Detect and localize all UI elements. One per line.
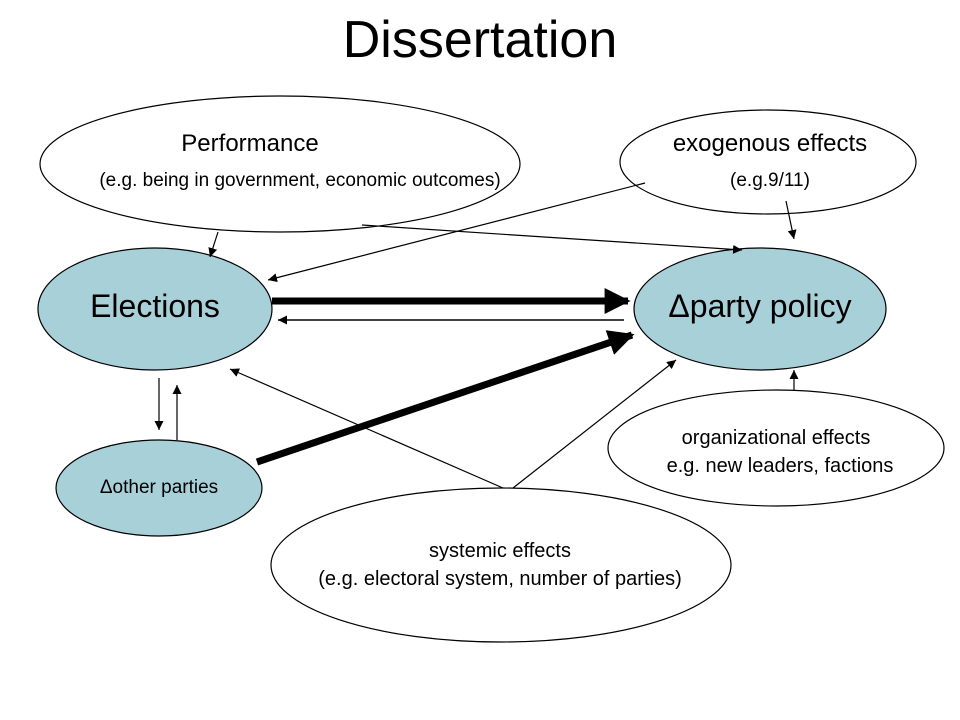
- systemic-to-elections-arrow: [229, 368, 504, 489]
- performance-node: [39, 95, 521, 233]
- other-parties-label: Δother parties: [99, 477, 219, 498]
- systemic-node: [270, 487, 732, 643]
- other-parties-node: [55, 439, 263, 537]
- organizational-detail: e.g. new leaders, factions: [666, 455, 894, 477]
- party-policy-node: [633, 247, 887, 371]
- exogenous-label: exogenous effects: [672, 130, 868, 157]
- page-title: Dissertation: [342, 11, 618, 69]
- exogenous-to-elections-arrow: [267, 182, 646, 283]
- performance-to-elections-arrow: [208, 231, 219, 258]
- elections-node: [37, 247, 273, 371]
- systemic-label: systemic effects: [429, 540, 571, 562]
- systemic-to-policy-arrow: [512, 359, 677, 489]
- performance-detail: (e.g. being in government, economic outc…: [99, 170, 501, 191]
- organizational-node: [607, 389, 945, 507]
- performance-label: Performance: [181, 130, 319, 157]
- exogenous-detail: (e.g.9/11): [730, 170, 810, 191]
- party-policy-label: Δparty policy: [668, 288, 852, 324]
- elections-label: Elections: [90, 288, 220, 324]
- systemic-detail: (e.g. electoral system, number of partie…: [318, 568, 682, 590]
- other-parties-to-policy-arrow: [255, 330, 635, 466]
- exogenous-node: [619, 109, 917, 215]
- organizational-label: organizational effects: [681, 427, 871, 449]
- exogenous-to-policy-arrow: [785, 200, 797, 240]
- performance-to-policy-arrow: [361, 224, 743, 254]
